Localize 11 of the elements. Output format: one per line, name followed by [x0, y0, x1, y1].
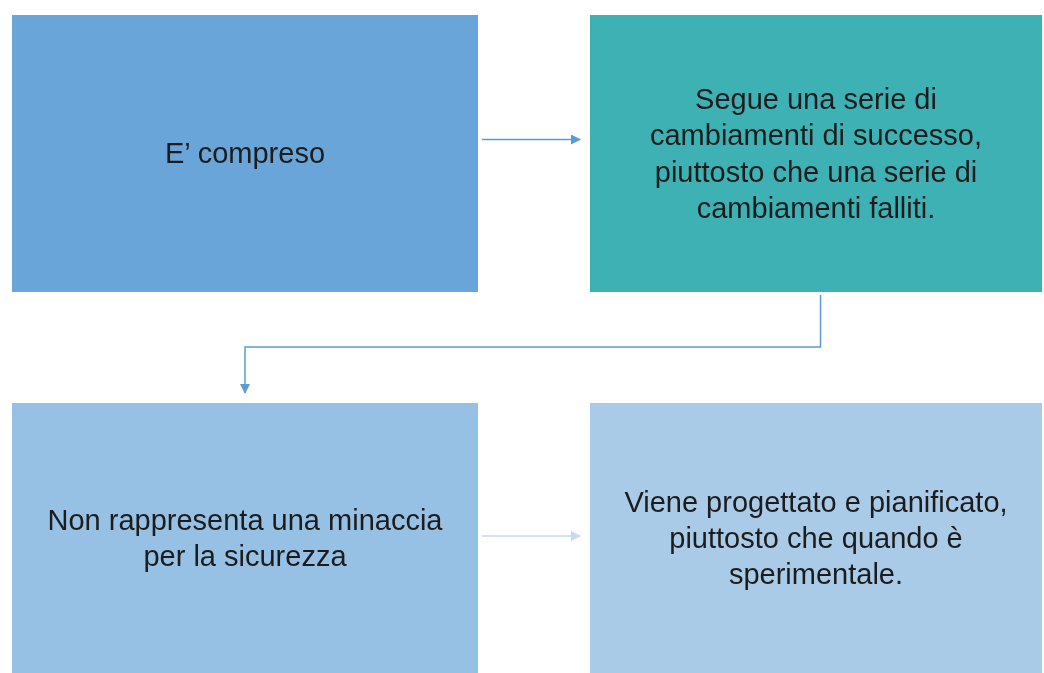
- box-text: Viene progettato e pianificato, piuttosto che quando è sperimentale.: [623, 484, 1009, 593]
- box-text: E’ compreso: [164, 136, 326, 172]
- box-text: Segue una serie di cambiamenti di successo, piuttosto che una serie di cambiamenti falliti.: [649, 82, 983, 226]
- arrow: [481, 531, 581, 541]
- arrow: [481, 134, 581, 145]
- process-box: [12, 403, 478, 673]
- process-box: [590, 15, 1042, 292]
- box-text: Non rappresenta una minaccia per la sicurezza: [46, 502, 444, 574]
- process-box: [12, 15, 478, 292]
- process-box: [590, 403, 1042, 673]
- arrow: [240, 294, 822, 394]
